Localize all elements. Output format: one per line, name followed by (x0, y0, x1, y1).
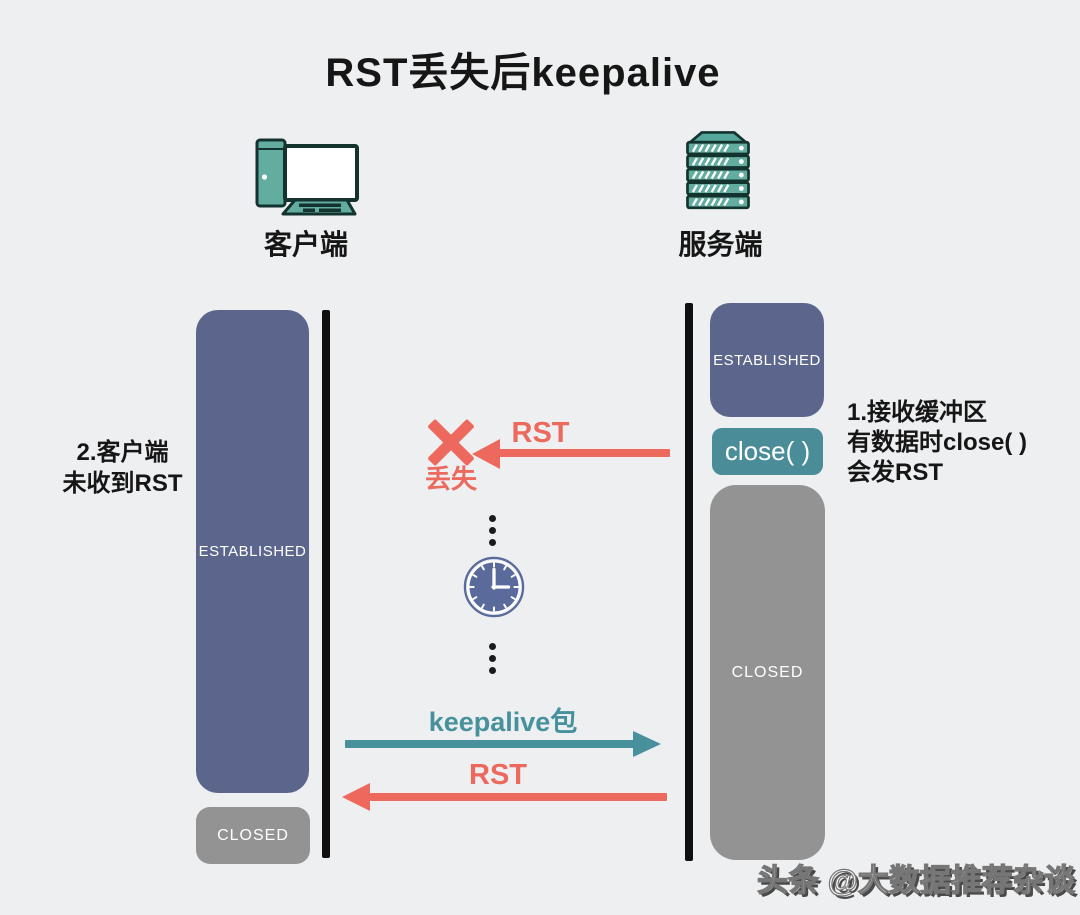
keepalive-message-label: keepalive包 (428, 707, 578, 737)
rst-lost-arrowhead-icon (472, 439, 500, 469)
server-note-line1: 1.接收缓冲区 (847, 399, 988, 426)
watermark: 头条 @大数据推荐杂谈 (756, 862, 1075, 898)
server-rack-icon (683, 126, 753, 221)
client-lifeline (322, 310, 330, 858)
server-note-line2: 有数据时close( ) (847, 429, 1028, 456)
server-note: 1.接收缓冲区 有数据时close( ) 会发RST (847, 398, 1080, 488)
ellipsis-dots-top (489, 515, 496, 546)
client-note: 2.客户端 未收到RST (40, 437, 205, 499)
client-closed-state: CLOSED (196, 807, 310, 864)
rst-reply-message-label: RST (469, 759, 527, 791)
server-established-label: ESTABLISHED (713, 351, 821, 369)
keepalive-arrow-line (345, 740, 635, 748)
diagram-title: RST丢失后keepalive (325, 51, 721, 95)
server-note-line3: 会发RST (847, 459, 943, 486)
rst-lost-message-label: RST (511, 417, 570, 449)
rst-lost-arrow-line (498, 449, 670, 457)
client-label: 客户端 (263, 229, 348, 260)
server-close-label: close( ) (724, 436, 811, 466)
client-note-line2: 未收到RST (62, 470, 183, 497)
ellipsis-dots-bottom (489, 643, 496, 674)
server-closed-label: CLOSED (731, 663, 804, 681)
rst-reply-arrowhead-icon (342, 783, 370, 811)
client-established-label: ESTABLISHED (198, 543, 307, 560)
keepalive-arrowhead-icon (633, 731, 661, 757)
server-established-state: ESTABLISHED (710, 303, 824, 417)
client-note-line1: 2.客户端 (76, 439, 169, 466)
rst-reply-arrow-line (370, 793, 667, 801)
client-established-state: ESTABLISHED (196, 310, 309, 793)
server-closed-state: CLOSED (710, 485, 825, 860)
clock-icon (463, 556, 525, 623)
server-lifeline (685, 303, 693, 861)
client-closed-label: CLOSED (217, 826, 289, 844)
server-label: 服务端 (678, 229, 763, 260)
lost-label: 丢失 (424, 464, 477, 494)
x-mark-icon (427, 418, 475, 466)
server-close-call: close( ) (712, 428, 823, 475)
desktop-computer-icon (255, 138, 359, 221)
